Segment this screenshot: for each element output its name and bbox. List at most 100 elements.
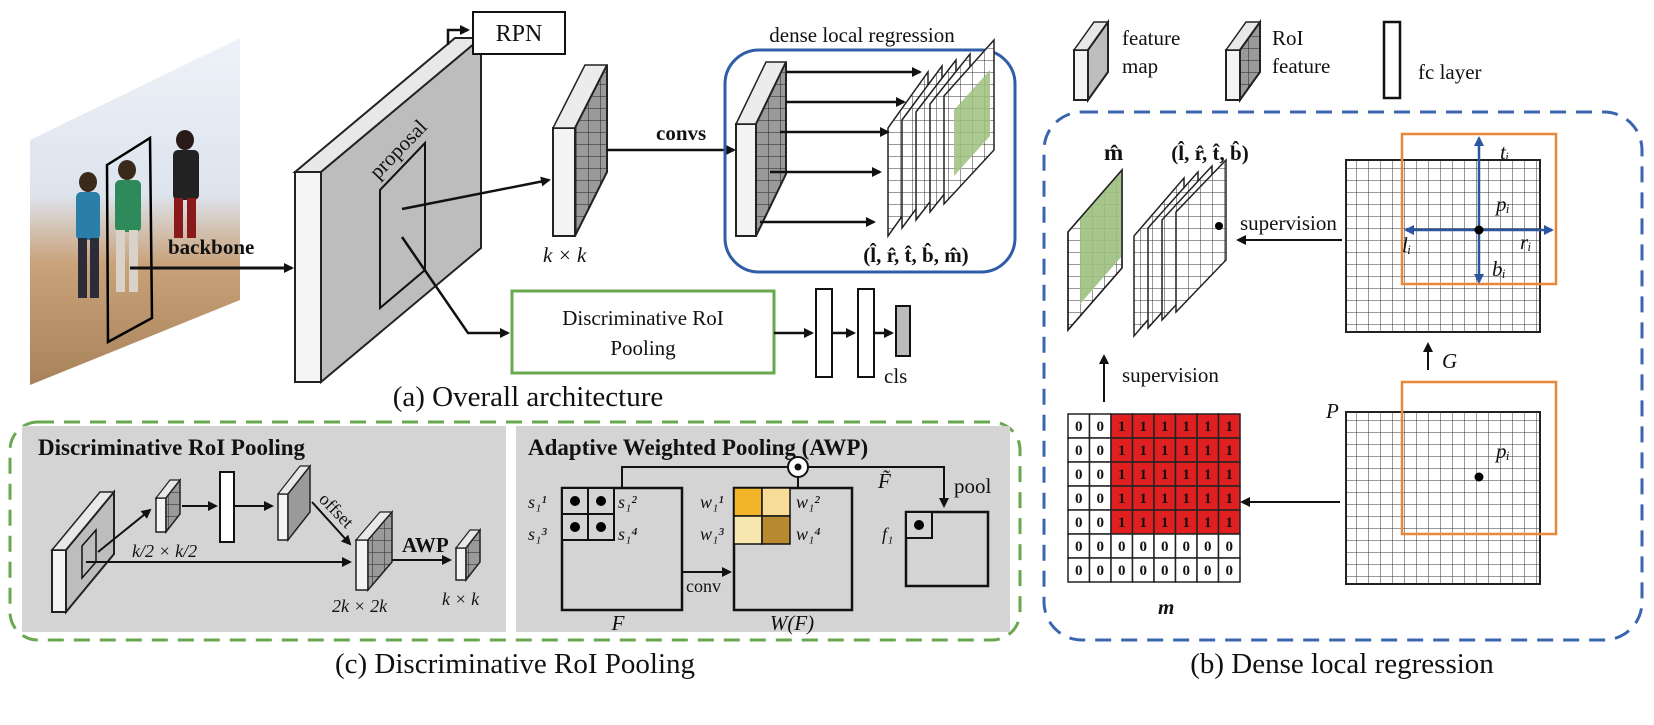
t-i-label: tᵢ	[1500, 140, 1509, 164]
legend: feature map RoI feature fc layer	[1072, 18, 1482, 104]
mask-cell-value: 0	[1183, 539, 1191, 555]
cls-label: cls	[884, 364, 907, 388]
offset-feature-map	[276, 463, 312, 543]
m-hat-label: m̂	[1104, 140, 1123, 165]
mask-cell-value: 1	[1140, 467, 1148, 483]
caption-dense: (b) Dense local regression	[1190, 648, 1494, 680]
m-label: m	[1158, 595, 1174, 619]
s12-label: s₁²	[618, 492, 637, 512]
caption-overall: (a) Overall architecture	[393, 381, 664, 413]
mask-cell-value: 0	[1097, 419, 1105, 435]
backbone-label: backbone	[168, 235, 254, 259]
legend-feature-map-line1: feature	[1122, 26, 1180, 50]
droi-kxk-label: k × k	[442, 589, 480, 609]
WF-label: W(F)	[770, 611, 814, 635]
mask-cell-value: 1	[1183, 443, 1191, 459]
mask-cell-value: 1	[1204, 515, 1212, 531]
mask-cell-value: 1	[1161, 419, 1169, 435]
mask-cell-value: 1	[1140, 515, 1148, 531]
mask-cell-value: 0	[1140, 563, 1148, 579]
mask-cell-value: 0	[1183, 563, 1191, 579]
w11-label: w₁¹	[700, 492, 724, 512]
gt-box-orange-top	[1400, 132, 1558, 286]
awp-label: AWP	[402, 533, 449, 557]
mask-cell-value: 1	[1118, 443, 1126, 459]
g-label: G	[1442, 349, 1457, 373]
dense-output-maps	[887, 38, 995, 239]
mask-cell-value: 1	[1161, 443, 1169, 459]
mask-cell-value: 1	[1226, 443, 1234, 459]
two-k-feature	[354, 509, 394, 593]
mask-cell-value: 0	[1097, 467, 1105, 483]
w14-label: w₁⁴	[796, 524, 821, 544]
droi-fc-layer	[219, 471, 235, 543]
droi-box-line2: Pooling	[610, 336, 676, 360]
legend-roi-feature-line1: RoI	[1272, 26, 1304, 50]
mask-cell-value: 1	[1118, 467, 1126, 483]
mask-cell-value: 1	[1226, 491, 1234, 507]
overall-architecture: backbone proposal RPN k × k convs dense …	[30, 11, 1017, 413]
dense-mask-green	[954, 70, 990, 176]
odot-path	[621, 466, 949, 508]
w12-label: w₁²	[796, 492, 820, 512]
pool-label: pool	[954, 474, 992, 498]
m-hat-map	[1067, 167, 1123, 333]
mask-cell-value: 1	[1183, 419, 1191, 435]
proposal-box-on-image	[105, 135, 154, 345]
dense-head-feature	[734, 61, 788, 237]
droi-box	[510, 289, 776, 375]
mask-cell-value: 1	[1118, 419, 1126, 435]
legend-fc-layer-label: fc layer	[1418, 60, 1482, 84]
mask-cell-value: 0	[1204, 563, 1212, 579]
mask-cell-value: 0	[1097, 443, 1105, 459]
legend-fc-layer-icon	[1382, 20, 1402, 100]
w13-label: w₁³	[700, 524, 724, 544]
awp-title: Adaptive Weighted Pooling (AWP)	[528, 435, 868, 460]
mask-cell-value: 1	[1140, 443, 1148, 459]
mask-cell-value: 0	[1075, 491, 1083, 507]
people-silhouettes	[76, 130, 199, 298]
mask-cell-value: 1	[1204, 419, 1212, 435]
gt-box-orange-bottom	[1400, 380, 1558, 536]
mask-cell-value: 0	[1226, 563, 1234, 579]
mask-cell-value: 1	[1161, 467, 1169, 483]
mask-cell-value: 0	[1118, 539, 1126, 555]
f1-label: f₁	[882, 524, 893, 544]
p-label: P	[1325, 399, 1339, 423]
ground-truth-grid-top: tᵢ pᵢ lᵢ rᵢ bᵢ	[1345, 132, 1558, 333]
l-i-label: lᵢ	[1402, 233, 1411, 257]
half-k-label: k/2 × k/2	[132, 541, 197, 561]
fc-layer-1	[815, 288, 833, 378]
mask-cell-value: 0	[1075, 539, 1083, 555]
droi-input-feature	[50, 489, 116, 615]
mask-cell-value: 1	[1140, 491, 1148, 507]
mask-cell-value: 1	[1226, 419, 1234, 435]
mask-cell	[1217, 557, 1241, 583]
supervision-label-1: supervision	[1240, 211, 1337, 235]
rpn-box	[472, 11, 566, 55]
F-tilde-label: F̃	[877, 469, 891, 493]
offset-arrow	[311, 501, 352, 546]
mask-cell-value: 1	[1161, 515, 1169, 531]
droi-subpanel-title: Discriminative RoI Pooling	[38, 435, 306, 460]
r-i-label: rᵢ	[1520, 230, 1532, 254]
regression-target-maps	[1133, 158, 1227, 339]
mask-cell-value: 1	[1118, 515, 1126, 531]
mask-cell-value: 0	[1097, 491, 1105, 507]
p-i-label: pᵢ	[1494, 192, 1510, 216]
dense-regression-panel: m̂ (l̂, r̂, t̂, b̂) supervision tᵢ pᵢ	[1042, 110, 1644, 680]
caption-droi: (c) Discriminative RoI Pooling	[335, 648, 695, 680]
targets-hat-label: (l̂, r̂, t̂, b̂)	[1171, 140, 1248, 165]
fc-layer-2	[857, 288, 875, 378]
conv-label: conv	[686, 576, 721, 596]
mask-cell-value: 0	[1118, 563, 1126, 579]
mask-cell-value: 1	[1183, 515, 1191, 531]
b-i-label: bᵢ	[1492, 257, 1506, 281]
mask-cell-value: 0	[1161, 563, 1169, 579]
pooled-F-tilde	[904, 510, 990, 588]
dense-panel-border	[1042, 110, 1644, 642]
mask-cell-value: 1	[1204, 467, 1212, 483]
mask-cell-value: 0	[1204, 539, 1212, 555]
output-kxk-feature	[454, 527, 482, 583]
